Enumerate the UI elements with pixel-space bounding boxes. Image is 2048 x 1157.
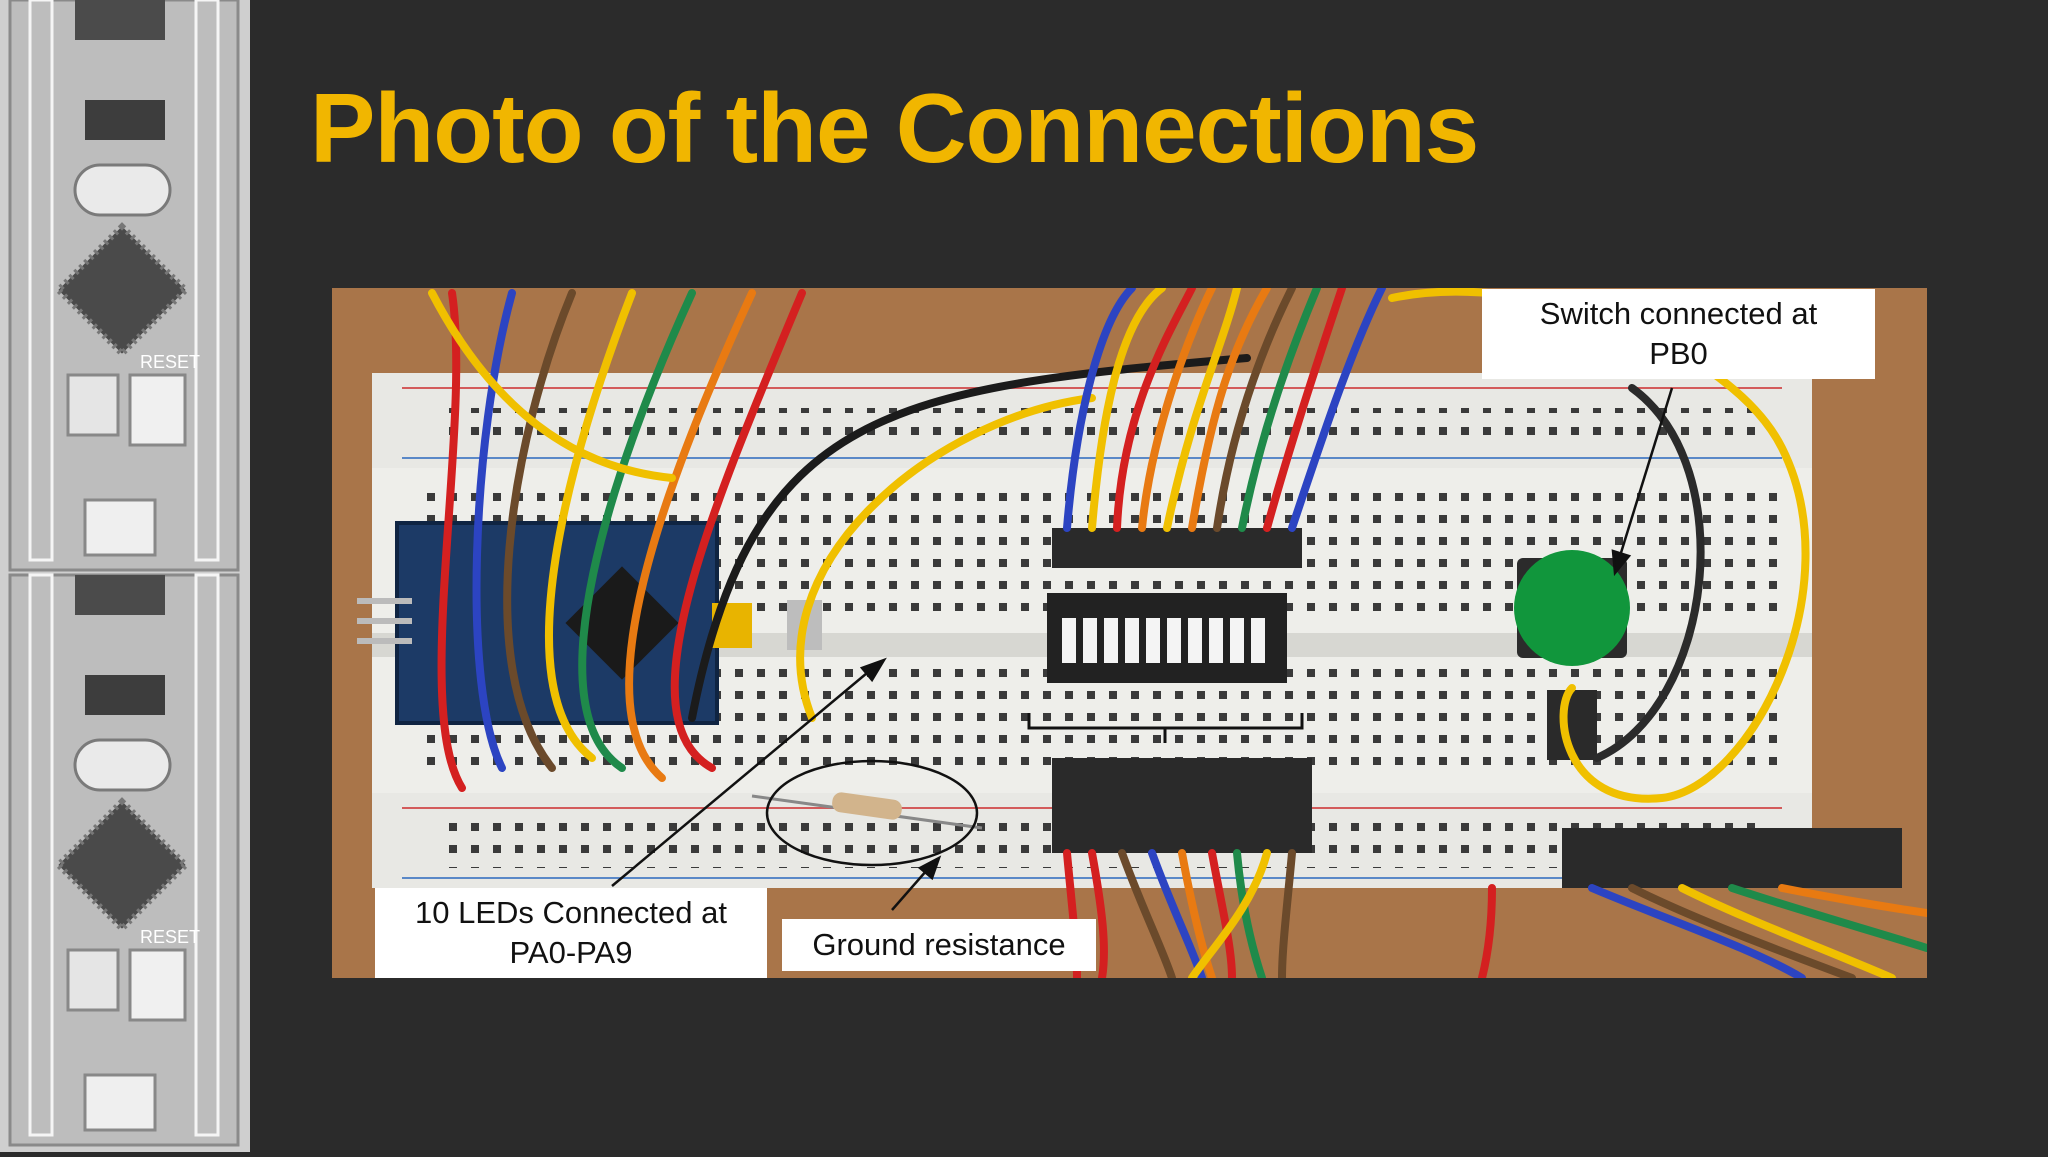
breadboard-photo bbox=[332, 288, 1927, 978]
ground-callout: Ground resistance bbox=[782, 919, 1096, 971]
microcontroller-board-image: RESET RESET bbox=[0, 0, 250, 1152]
switch-callout-line2: PB0 bbox=[1649, 336, 1708, 371]
leds-callout-line2: PA0-PA9 bbox=[509, 935, 633, 970]
switch-callout-line1: Switch connected at bbox=[1539, 296, 1818, 331]
board-reset-label: RESET bbox=[140, 352, 200, 372]
switch-callout: Switch connected at PB0 bbox=[1482, 289, 1875, 379]
board-reset-label-2: RESET bbox=[140, 927, 200, 947]
slide-title: Photo of the Connections bbox=[310, 73, 1479, 183]
breadboard-photo-drawing bbox=[332, 288, 1927, 978]
leds-callout-line1: 10 LEDs Connected at bbox=[415, 895, 727, 930]
leds-callout: 10 LEDs Connected at PA0-PA9 bbox=[375, 888, 767, 978]
board-illustration-strip: RESET RESET bbox=[0, 0, 250, 1152]
